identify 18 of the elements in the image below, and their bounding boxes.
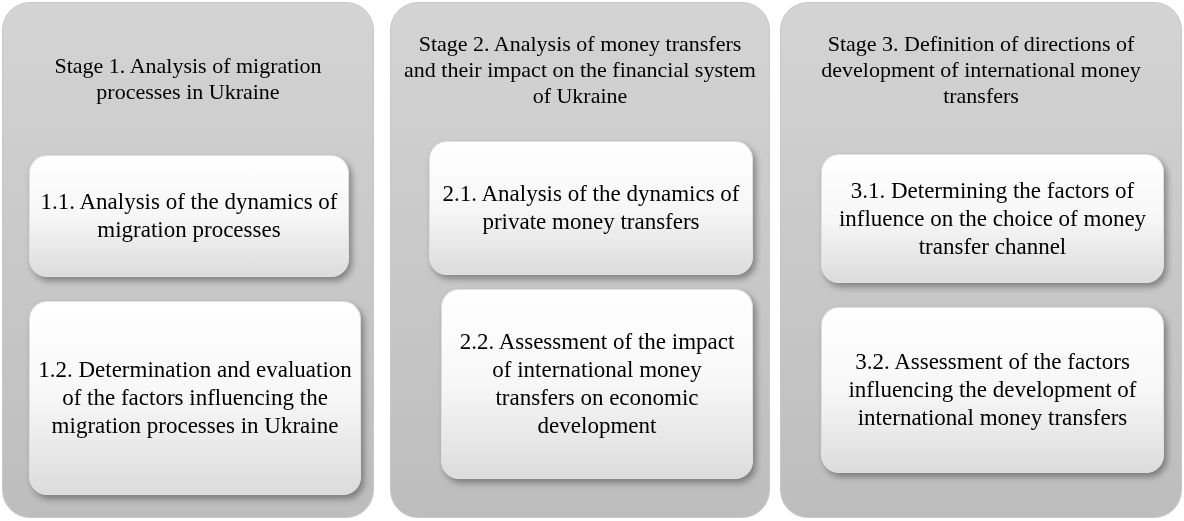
stage-heading: Stage 1. Analysis of migration processes in Ukraine [53,53,323,105]
stage-heading: Stage 3. Definition of directions of development of international money transfers [820,31,1142,109]
task-box [29,301,361,495]
stage-panel [2,2,374,518]
task-box [821,154,1164,283]
task-text: 3.1. Determining the factors of influence on the choice of money transfer channel [837,176,1148,261]
task-text: 2.1. Analysis of the dynamics of private money transfers [441,180,741,236]
stage-panel [780,2,1182,518]
task-text: 3.2. Assessment of the factors influencing the development of international money transfers [847,348,1138,432]
task-box [29,155,349,277]
task-box [429,141,753,275]
task-text: 1.2. Determination and evaluation of the factors influencing the migration processes in Ukraine [38,356,352,440]
stage-heading: Stage 2. Analysis of money transfers and their impact on the financial system of Ukraine [403,31,757,109]
task-box [821,307,1164,473]
task-text: 1.1. Analysis of the dynamics of migration processes [39,188,339,244]
task-text: 2.2. Assessment of the impact of international money transfers on economic development [458,328,736,440]
stage-panel [390,2,770,518]
task-box [441,289,753,479]
